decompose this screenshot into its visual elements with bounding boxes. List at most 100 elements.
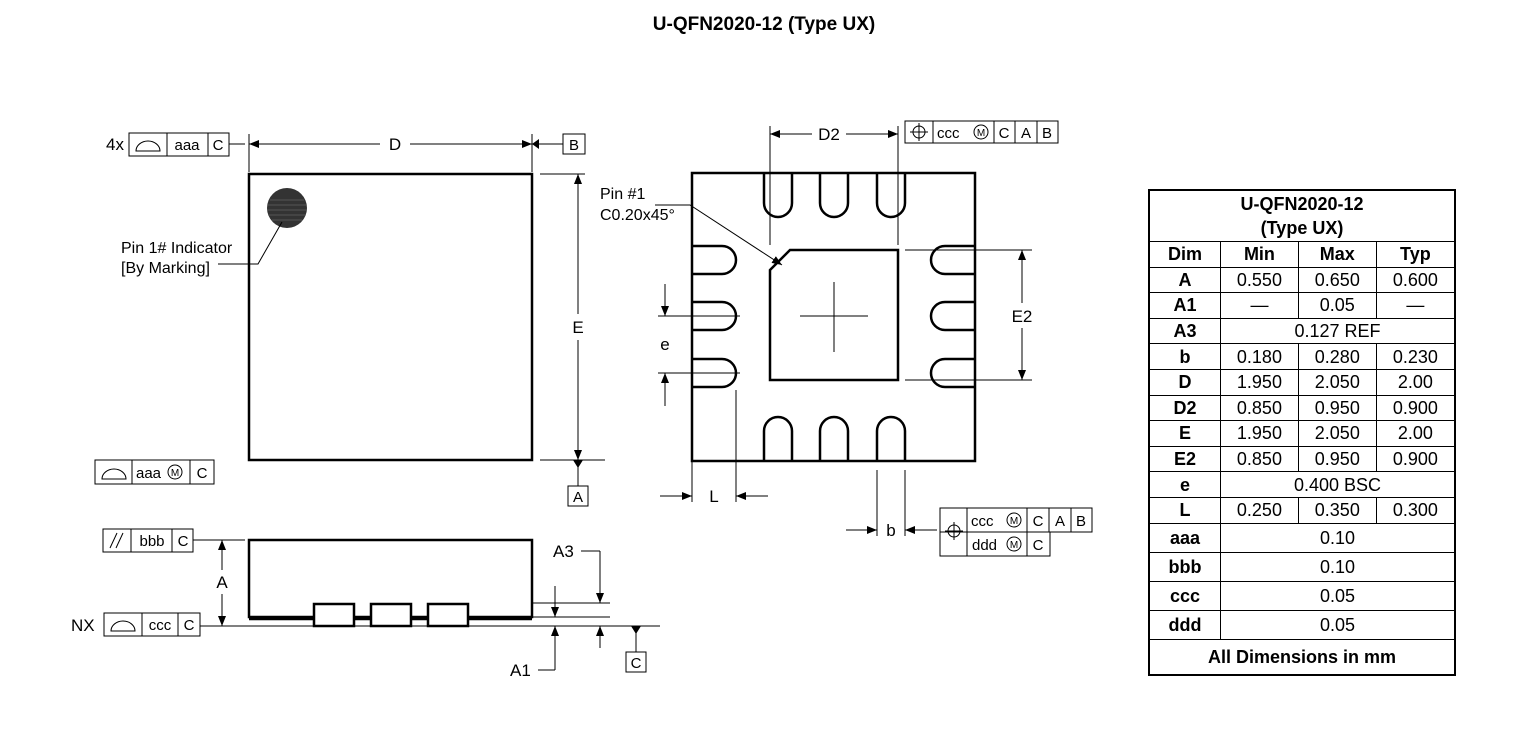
- svg-text:aaa: aaa: [174, 137, 200, 154]
- terminal-pad: [929, 244, 974, 276]
- pin1-chamfer-label: Pin #1: [600, 186, 645, 203]
- table-cell: E: [1148, 420, 1221, 447]
- dim-l-label: L: [709, 487, 718, 506]
- mmc-modifier-icon: [973, 124, 989, 140]
- table-cell: 0.250: [1220, 496, 1299, 524]
- pin1-indicator-label: [By Marking]: [121, 260, 210, 277]
- table-cell: 0.850: [1220, 394, 1299, 422]
- terminal-pad: [929, 357, 974, 389]
- datum-c-label: C: [631, 655, 642, 672]
- table-cell: D: [1148, 368, 1221, 396]
- terminal-pad: [818, 415, 850, 460]
- dim-pitch-label: e: [660, 335, 669, 354]
- dimension-table: U-QFN2020-12 (Type UX) Dim Min Max Typ A…: [1148, 189, 1456, 676]
- svg-text:ccc: ccc: [149, 617, 172, 634]
- table-cell: 0.180: [1220, 343, 1299, 370]
- table-cell: 0.10: [1220, 522, 1456, 553]
- svg-text:C: C: [1033, 537, 1044, 554]
- table-cell: L: [1148, 496, 1221, 524]
- svg-text:C: C: [197, 465, 208, 482]
- terminal-pad: [929, 300, 974, 332]
- svg-text:A: A: [1055, 513, 1065, 530]
- table-cell: E2: [1148, 445, 1221, 473]
- dim-e-label: E: [572, 318, 583, 337]
- table-cell: b: [1148, 343, 1221, 370]
- dimension-table-body: U-QFN2020-12 (Type UX) Dim Min Max Typ A…: [1148, 189, 1456, 676]
- svg-text:C: C: [184, 617, 195, 634]
- terminal-pad: [762, 174, 794, 219]
- table-row: A1—0.05—: [1148, 292, 1456, 319]
- side-terminal: [369, 602, 413, 628]
- svg-text:aaa: aaa: [136, 465, 162, 482]
- svg-text:ccc: ccc: [937, 125, 960, 142]
- profile-surface-icon: [110, 620, 136, 632]
- datum-b-box: [562, 133, 586, 155]
- table-cell: 0.127 REF: [1220, 317, 1456, 345]
- svg-text:C: C: [999, 125, 1010, 142]
- column-header: Max: [1297, 241, 1377, 268]
- table-footer: All Dimensions in mm: [1148, 638, 1456, 676]
- terminal-pad: [875, 415, 907, 460]
- pin1-leader: [218, 221, 283, 265]
- table-cell: 0.05: [1220, 609, 1456, 640]
- terminal-pad: [693, 244, 738, 276]
- table-cell: bbb: [1148, 551, 1221, 582]
- pin1-marking-dot: [267, 188, 307, 228]
- svg-text:M: M: [1010, 516, 1018, 527]
- table-cell: 0.05: [1297, 292, 1377, 319]
- table-cell: —: [1220, 292, 1299, 319]
- top-view: Pin 1# Indicator [By Marking] D 4x aaa C…: [94, 132, 605, 507]
- dim-d2-label: D2: [818, 125, 840, 144]
- svg-text:B: B: [1076, 513, 1086, 530]
- table-cell: e: [1148, 471, 1221, 498]
- table-cell: A3: [1148, 317, 1221, 345]
- table-cell: ddd: [1148, 609, 1221, 640]
- terminal-pad: [762, 415, 794, 460]
- table-cell: A1: [1148, 292, 1221, 319]
- datum-b-label: B: [569, 137, 579, 154]
- dim-a1-label: A1: [510, 661, 531, 680]
- top-view-body: [247, 172, 534, 462]
- table-cell: 0.650: [1297, 266, 1377, 294]
- pin1-chamfer-leader: [655, 204, 783, 266]
- table-cell: 0.280: [1297, 343, 1377, 370]
- svg-text:M: M: [1010, 540, 1018, 551]
- marking-texture: [268, 199, 306, 221]
- dim-d-label: D: [389, 135, 401, 154]
- table-cell: 1.950: [1220, 368, 1299, 396]
- table-cell: D2: [1148, 394, 1221, 422]
- table-header-row: Dim Min Max Typ: [1148, 241, 1456, 268]
- datum-c-box: [625, 651, 647, 673]
- table-cell: 0.900: [1375, 394, 1456, 422]
- table-cell: 0.300: [1375, 496, 1456, 524]
- parallelism-icon: [109, 532, 118, 549]
- fcf-position-ccc: ccc M C A B: [904, 120, 1059, 144]
- mmc-modifier-icon: [1006, 536, 1022, 552]
- fcf-flatness-ccc: ccc C: [103, 612, 201, 637]
- bottom-view-body: [690, 171, 977, 463]
- table-cell: 0.05: [1220, 580, 1456, 611]
- table-cell: —: [1375, 292, 1456, 319]
- column-header: Dim: [1148, 241, 1221, 268]
- bottom-view: D2 ccc M C A B Pin #1 C0.20x45° E2: [600, 120, 1093, 557]
- table-cell: 1.950: [1220, 420, 1299, 447]
- table-cell: 0.850: [1220, 445, 1299, 473]
- dim-a3-label: A3: [553, 542, 574, 561]
- table-cell: 0.900: [1375, 445, 1456, 473]
- table-cell: 2.00: [1375, 420, 1456, 447]
- fcf-prefix: 4x: [106, 135, 124, 154]
- table-cell: 0.550: [1220, 266, 1299, 294]
- svg-text:C: C: [213, 137, 224, 154]
- table-cell: 0.350: [1297, 496, 1377, 524]
- table-cell: 0.950: [1297, 394, 1377, 422]
- fcf-prefix: NX: [71, 616, 95, 635]
